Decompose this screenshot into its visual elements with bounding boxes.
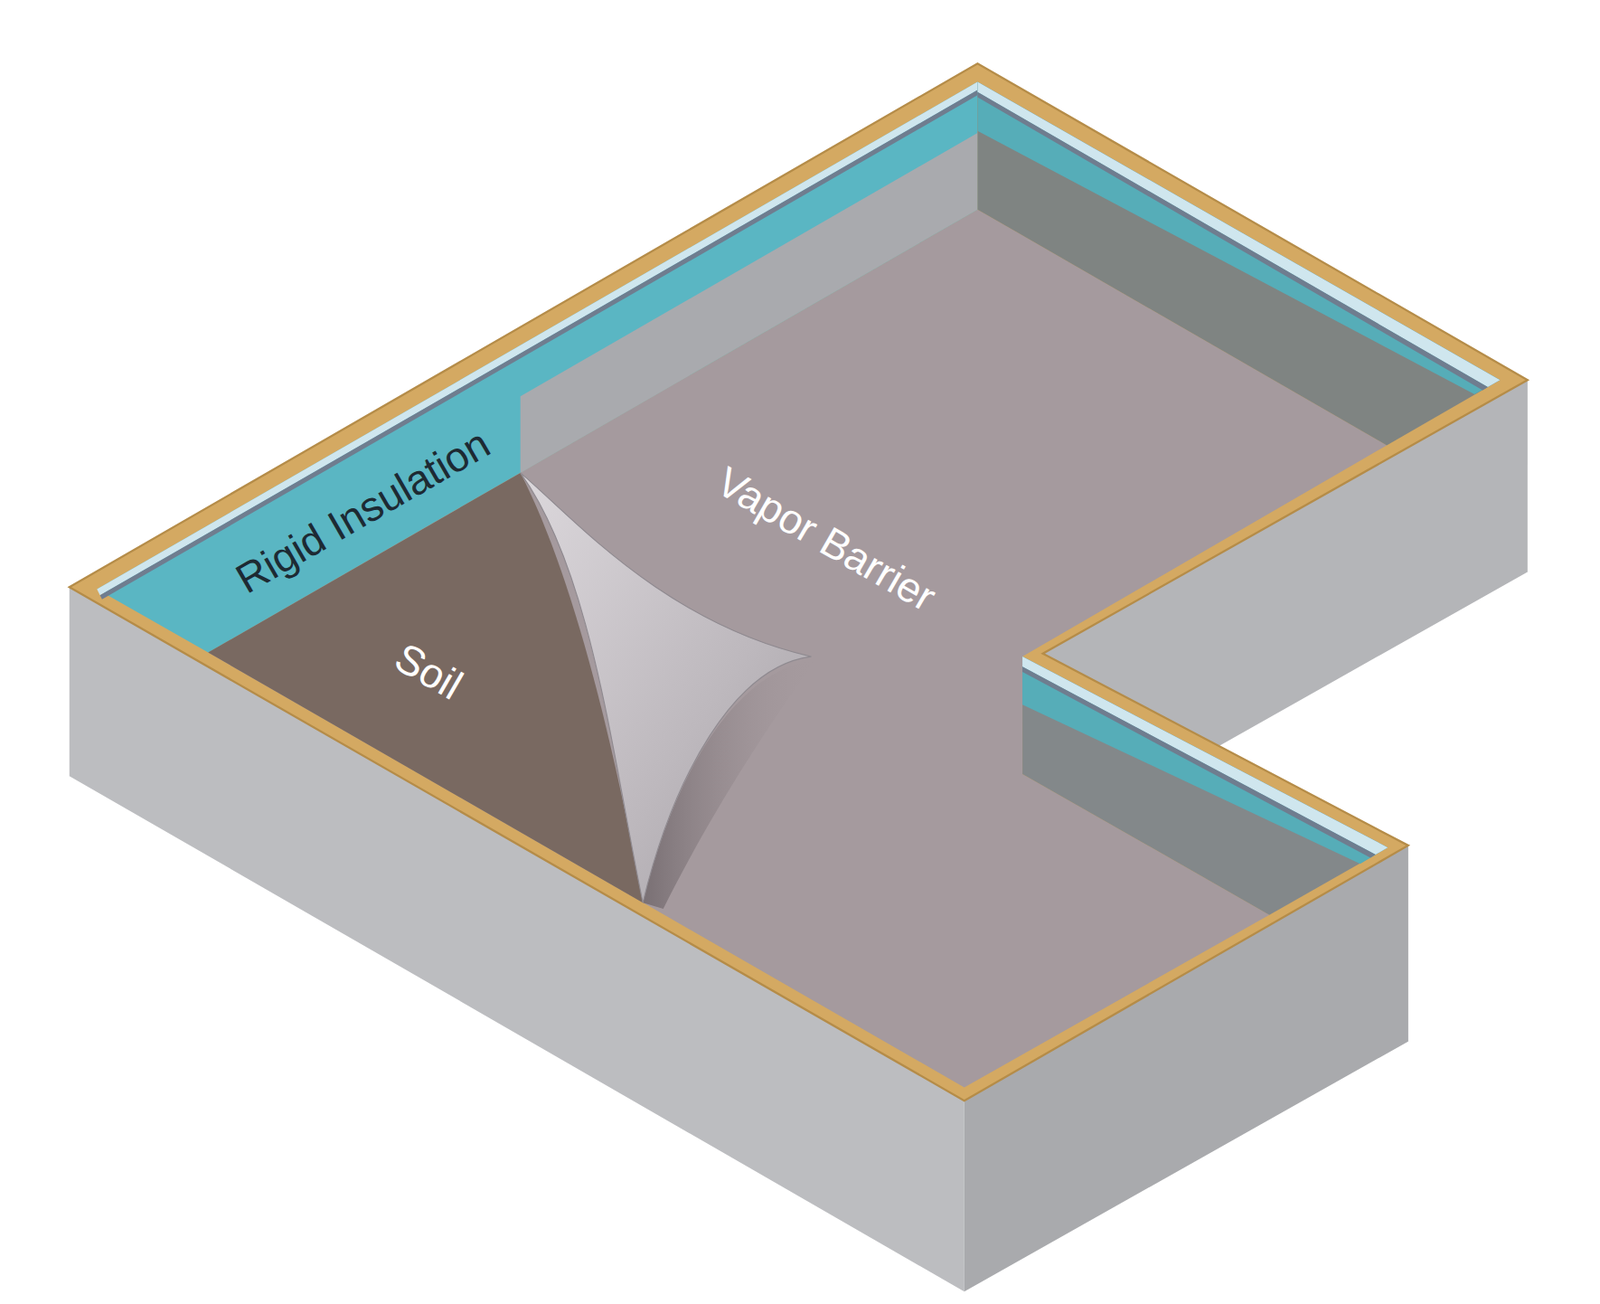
insulation-edge [977, 82, 1500, 388]
insulation-band [1022, 656, 1388, 864]
barrier-on-wall [520, 132, 979, 473]
insulation-edge [977, 92, 1488, 391]
insulation-edge [1022, 656, 1388, 855]
sill-rim [69, 63, 1528, 1101]
insulation-edge [1022, 666, 1376, 857]
notch-wall [1022, 656, 1388, 915]
peeled-flap [520, 472, 812, 903]
insulation-band [977, 82, 1500, 395]
back-right-wall [977, 82, 1500, 446]
